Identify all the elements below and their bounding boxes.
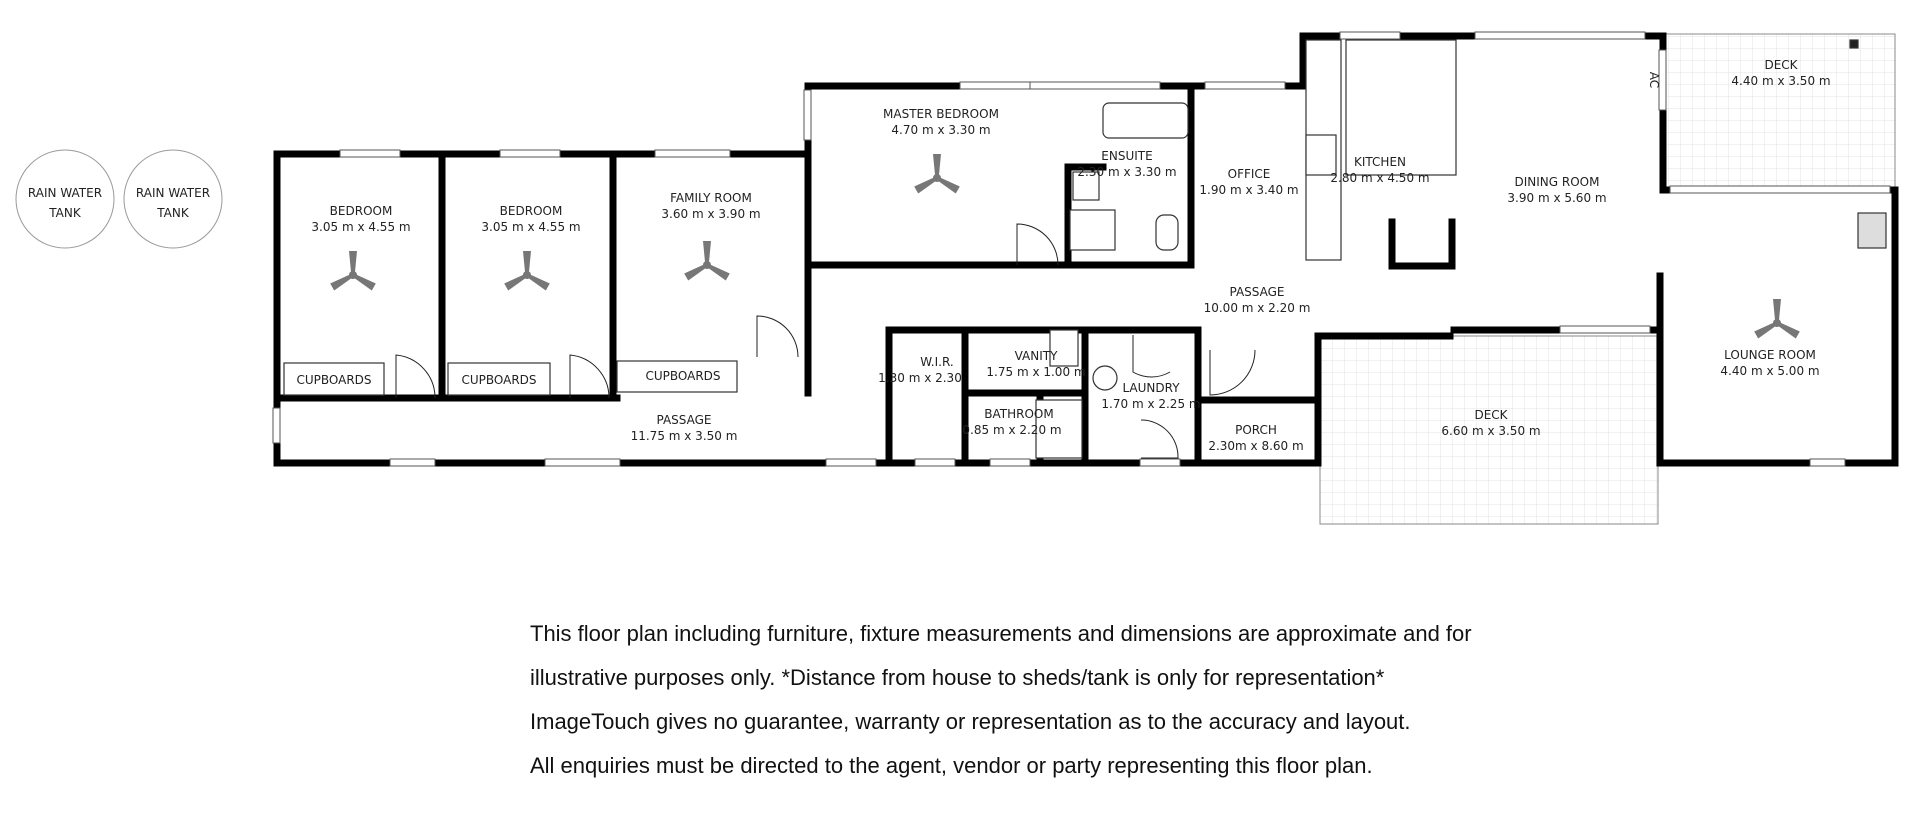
door-swings — [395, 223, 1256, 459]
family-room-dim: 3.60 m x 3.90 m — [661, 207, 760, 221]
tank-1-label-line1: RAIN WATER — [28, 186, 102, 200]
ensuite-dim: 2.30 m x 3.30 m — [1077, 165, 1176, 179]
windows — [272, 31, 1891, 467]
bedroom-1-name: BEDROOM — [330, 204, 393, 218]
family-room-name: FAMILY ROOM — [670, 191, 752, 205]
lounge-room-name: LOUNGE ROOM — [1724, 348, 1816, 362]
laundry-dim: 1.70 m x 2.25 m — [1101, 397, 1200, 411]
passage-low-dim: 11.75 m x 3.50 m — [631, 429, 738, 443]
passage-mid-name: PASSAGE — [1229, 285, 1284, 299]
kitchen-name: KITCHEN — [1354, 155, 1406, 169]
bathroom-dim: 0.85 m x 2.20 m — [962, 423, 1061, 437]
wir-name: W.I.R. — [920, 355, 953, 369]
ensuite-name: ENSUITE — [1101, 149, 1152, 163]
master-bedroom-name: MASTER BEDROOM — [883, 107, 999, 121]
disclaimer-line-1: This floor plan including furniture, fix… — [530, 621, 1472, 646]
vanity-dim: 1.75 m x 1.00 m — [986, 365, 1085, 379]
tank-1-label-line2: TANK — [48, 206, 82, 220]
cupboards-label-2: CUPBOARDS — [461, 373, 536, 387]
wir-dim: 1.30 m x 2.30 — [878, 371, 962, 385]
dining-room-dim: 3.90 m x 5.60 m — [1507, 191, 1606, 205]
cupboards-label-3: CUPBOARDS — [645, 369, 720, 383]
ceiling-fan-icon — [1754, 299, 1800, 339]
deck-bottom-area — [1319, 335, 1659, 525]
porch-dim: 2.30m x 8.60 m — [1208, 439, 1303, 453]
ceiling-fan-icon — [330, 251, 376, 291]
deck-top-area — [1662, 33, 1896, 191]
lounge-room-dim: 4.40 m x 5.00 m — [1720, 364, 1819, 378]
office-name: OFFICE — [1228, 167, 1271, 181]
dining-room-name: DINING ROOM — [1515, 175, 1600, 189]
disclaimer-line-4: All enquiries must be directed to the ag… — [530, 753, 1373, 778]
rain-water-tank-1: RAIN WATER TANK — [15, 149, 115, 249]
kitchen-dim: 2.80 m x 4.50 m — [1330, 171, 1429, 185]
tank-2-label-line1: RAIN WATER — [136, 186, 210, 200]
fixtures — [1035, 39, 1887, 459]
passage-low-name: PASSAGE — [656, 413, 711, 427]
ceiling-fan-icon — [684, 241, 730, 281]
master-bedroom-dim: 4.70 m x 3.30 m — [891, 123, 990, 137]
office-dim: 1.90 m x 3.40 m — [1199, 183, 1298, 197]
ceiling-fan-icon — [914, 154, 960, 194]
deck-bottom-name: DECK — [1474, 408, 1508, 422]
bedroom-2-dim: 3.05 m x 4.55 m — [481, 220, 580, 234]
walls — [273, 32, 1899, 467]
laundry-name: LAUNDRY — [1122, 381, 1180, 395]
deck-bottom-dim: 6.60 m x 3.50 m — [1441, 424, 1540, 438]
tank-2-label-line2: TANK — [156, 206, 190, 220]
bathroom-name: BATHROOM — [984, 407, 1053, 421]
ceiling-fan-icon — [504, 251, 550, 291]
rain-water-tank-2: RAIN WATER TANK — [123, 149, 223, 249]
disclaimer: This floor plan including furniture, fix… — [530, 612, 1630, 788]
disclaimer-line-2: illustrative purposes only. *Distance fr… — [530, 665, 1385, 690]
cupboard-units — [283, 360, 738, 396]
deck-top-dim: 4.40 m x 3.50 m — [1731, 74, 1830, 88]
deck-top-name: DECK — [1764, 58, 1798, 72]
disclaimer-line-3: ImageTouch gives no guarantee, warranty … — [530, 709, 1411, 734]
passage-mid-dim: 10.00 m x 2.20 m — [1204, 301, 1311, 315]
cupboards-label-1: CUPBOARDS — [296, 373, 371, 387]
porch-name: PORCH — [1235, 423, 1277, 437]
bedroom-2-name: BEDROOM — [500, 204, 563, 218]
vanity-name: VANITY — [1015, 349, 1058, 363]
ac-label: AC — [1647, 72, 1661, 88]
bedroom-1-dim: 3.05 m x 4.55 m — [311, 220, 410, 234]
